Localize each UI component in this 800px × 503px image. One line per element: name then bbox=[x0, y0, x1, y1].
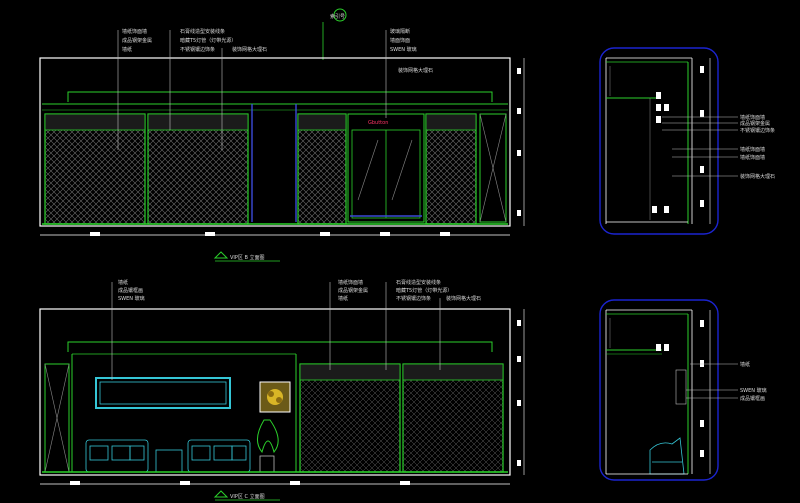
label-a-right-2: 墙面饰面 bbox=[390, 37, 410, 44]
elevation-a-caption: VIP区 B 立面图 bbox=[230, 254, 265, 261]
elevation-a: Gbutton 墙纸饰面墙 成品钢架金属 墙纸 石膏线造型安装线条 暗藏T5灯管… bbox=[39, 28, 525, 262]
label-b-left-2: 成品镶框画 bbox=[118, 287, 143, 294]
label-b-left-3: SWEN 玻璃 bbox=[118, 295, 145, 302]
painting bbox=[259, 381, 291, 413]
index-marker: 索引号 bbox=[322, 8, 347, 60]
elevation-a-panels: Gbutton bbox=[42, 104, 508, 225]
sofa-left bbox=[85, 439, 149, 473]
label-a-mid-4: 装饰网格大理石 bbox=[232, 46, 267, 53]
side-table bbox=[155, 449, 183, 473]
label-b-mid-1: 墙纸饰面墙 bbox=[338, 279, 363, 286]
label-b-right-4: 装饰网格大理石 bbox=[446, 295, 481, 302]
section-b-leaders bbox=[686, 363, 738, 399]
section-a: 墙纸饰面墙 成品钢架金属 不锈钢镶边饰条 墙纸饰面墙 墙纸饰面墙 装饰网格大理石 bbox=[599, 47, 775, 235]
elevation-b-vdims bbox=[517, 309, 525, 475]
label-sa-1: 墙纸饰面墙 bbox=[740, 114, 765, 121]
elevation-a-title: VIP区 B 立面图 bbox=[213, 251, 280, 262]
label-sa-6: 装饰网格大理石 bbox=[740, 173, 775, 180]
label-a-left-3: 墙纸 bbox=[122, 46, 132, 53]
elevation-b-caption: VIP区 C 立面图 bbox=[230, 493, 265, 500]
label-b-left-1: 墙纸 bbox=[118, 279, 128, 286]
elevation-b-dimensions bbox=[40, 481, 510, 485]
label-b-right-3: 不锈钢镶边饰条 bbox=[396, 295, 431, 302]
plant bbox=[257, 419, 279, 473]
label-sa-4: 墙纸饰面墙 bbox=[740, 146, 765, 153]
label-a-mid-3: 不锈钢镶边饰条 bbox=[180, 46, 215, 53]
label-sa-5: 墙纸饰面墙 bbox=[740, 154, 765, 161]
label-a-left-2: 成品钢架金属 bbox=[122, 37, 152, 44]
elevation-a-vdims bbox=[517, 58, 525, 226]
section-b: 墙纸 SWEN 玻璃 成品镶框画 bbox=[599, 299, 767, 481]
label-a-right-1: 玻璃隔断 bbox=[390, 28, 410, 35]
label-sb-3: 成品镶框画 bbox=[740, 395, 765, 402]
label-b-mid-3: 墙纸 bbox=[338, 295, 348, 302]
label-a-mid-2: 暗藏T5灯管（灯带光源） bbox=[180, 37, 236, 44]
label-sa-3: 不锈钢镶边饰条 bbox=[740, 127, 775, 134]
label-a-left-1: 墙纸饰面墙 bbox=[122, 28, 147, 35]
elevation-b: 墙纸 成品镶框画 SWEN 玻璃 墙纸饰面墙 成品钢架金属 墙纸 石膏线造型安装… bbox=[39, 279, 525, 501]
label-a-ceiling: 装饰网格大理石 bbox=[398, 67, 433, 74]
label-b-right-1: 石膏线造型安装线条 bbox=[396, 279, 441, 286]
chair bbox=[649, 437, 685, 475]
label-a-mid-1: 石膏线造型安装线条 bbox=[180, 28, 225, 35]
label-sb-2: SWEN 玻璃 bbox=[740, 387, 767, 394]
label-b-mid-2: 成品钢架金属 bbox=[338, 287, 368, 294]
label-sa-2: 成品钢架金属 bbox=[740, 120, 770, 127]
section-a-leaders bbox=[662, 116, 738, 177]
label-b-right-2: 暗藏T5灯管（灯带光源） bbox=[396, 287, 452, 294]
elevation-b-title: VIP区 C 立面图 bbox=[213, 490, 280, 501]
label-sb-1: 墙纸 bbox=[740, 361, 750, 368]
door-sign: Gbutton bbox=[368, 120, 388, 126]
label-a-right-3: SWEN 玻璃 bbox=[390, 46, 417, 53]
elevation-a-dimensions bbox=[40, 232, 510, 236]
elevation-a-leaders bbox=[117, 30, 387, 150]
sofa-right bbox=[187, 439, 251, 473]
index-marker-label: 索引号 bbox=[330, 13, 345, 20]
elevation-b-leaders bbox=[111, 282, 441, 380]
